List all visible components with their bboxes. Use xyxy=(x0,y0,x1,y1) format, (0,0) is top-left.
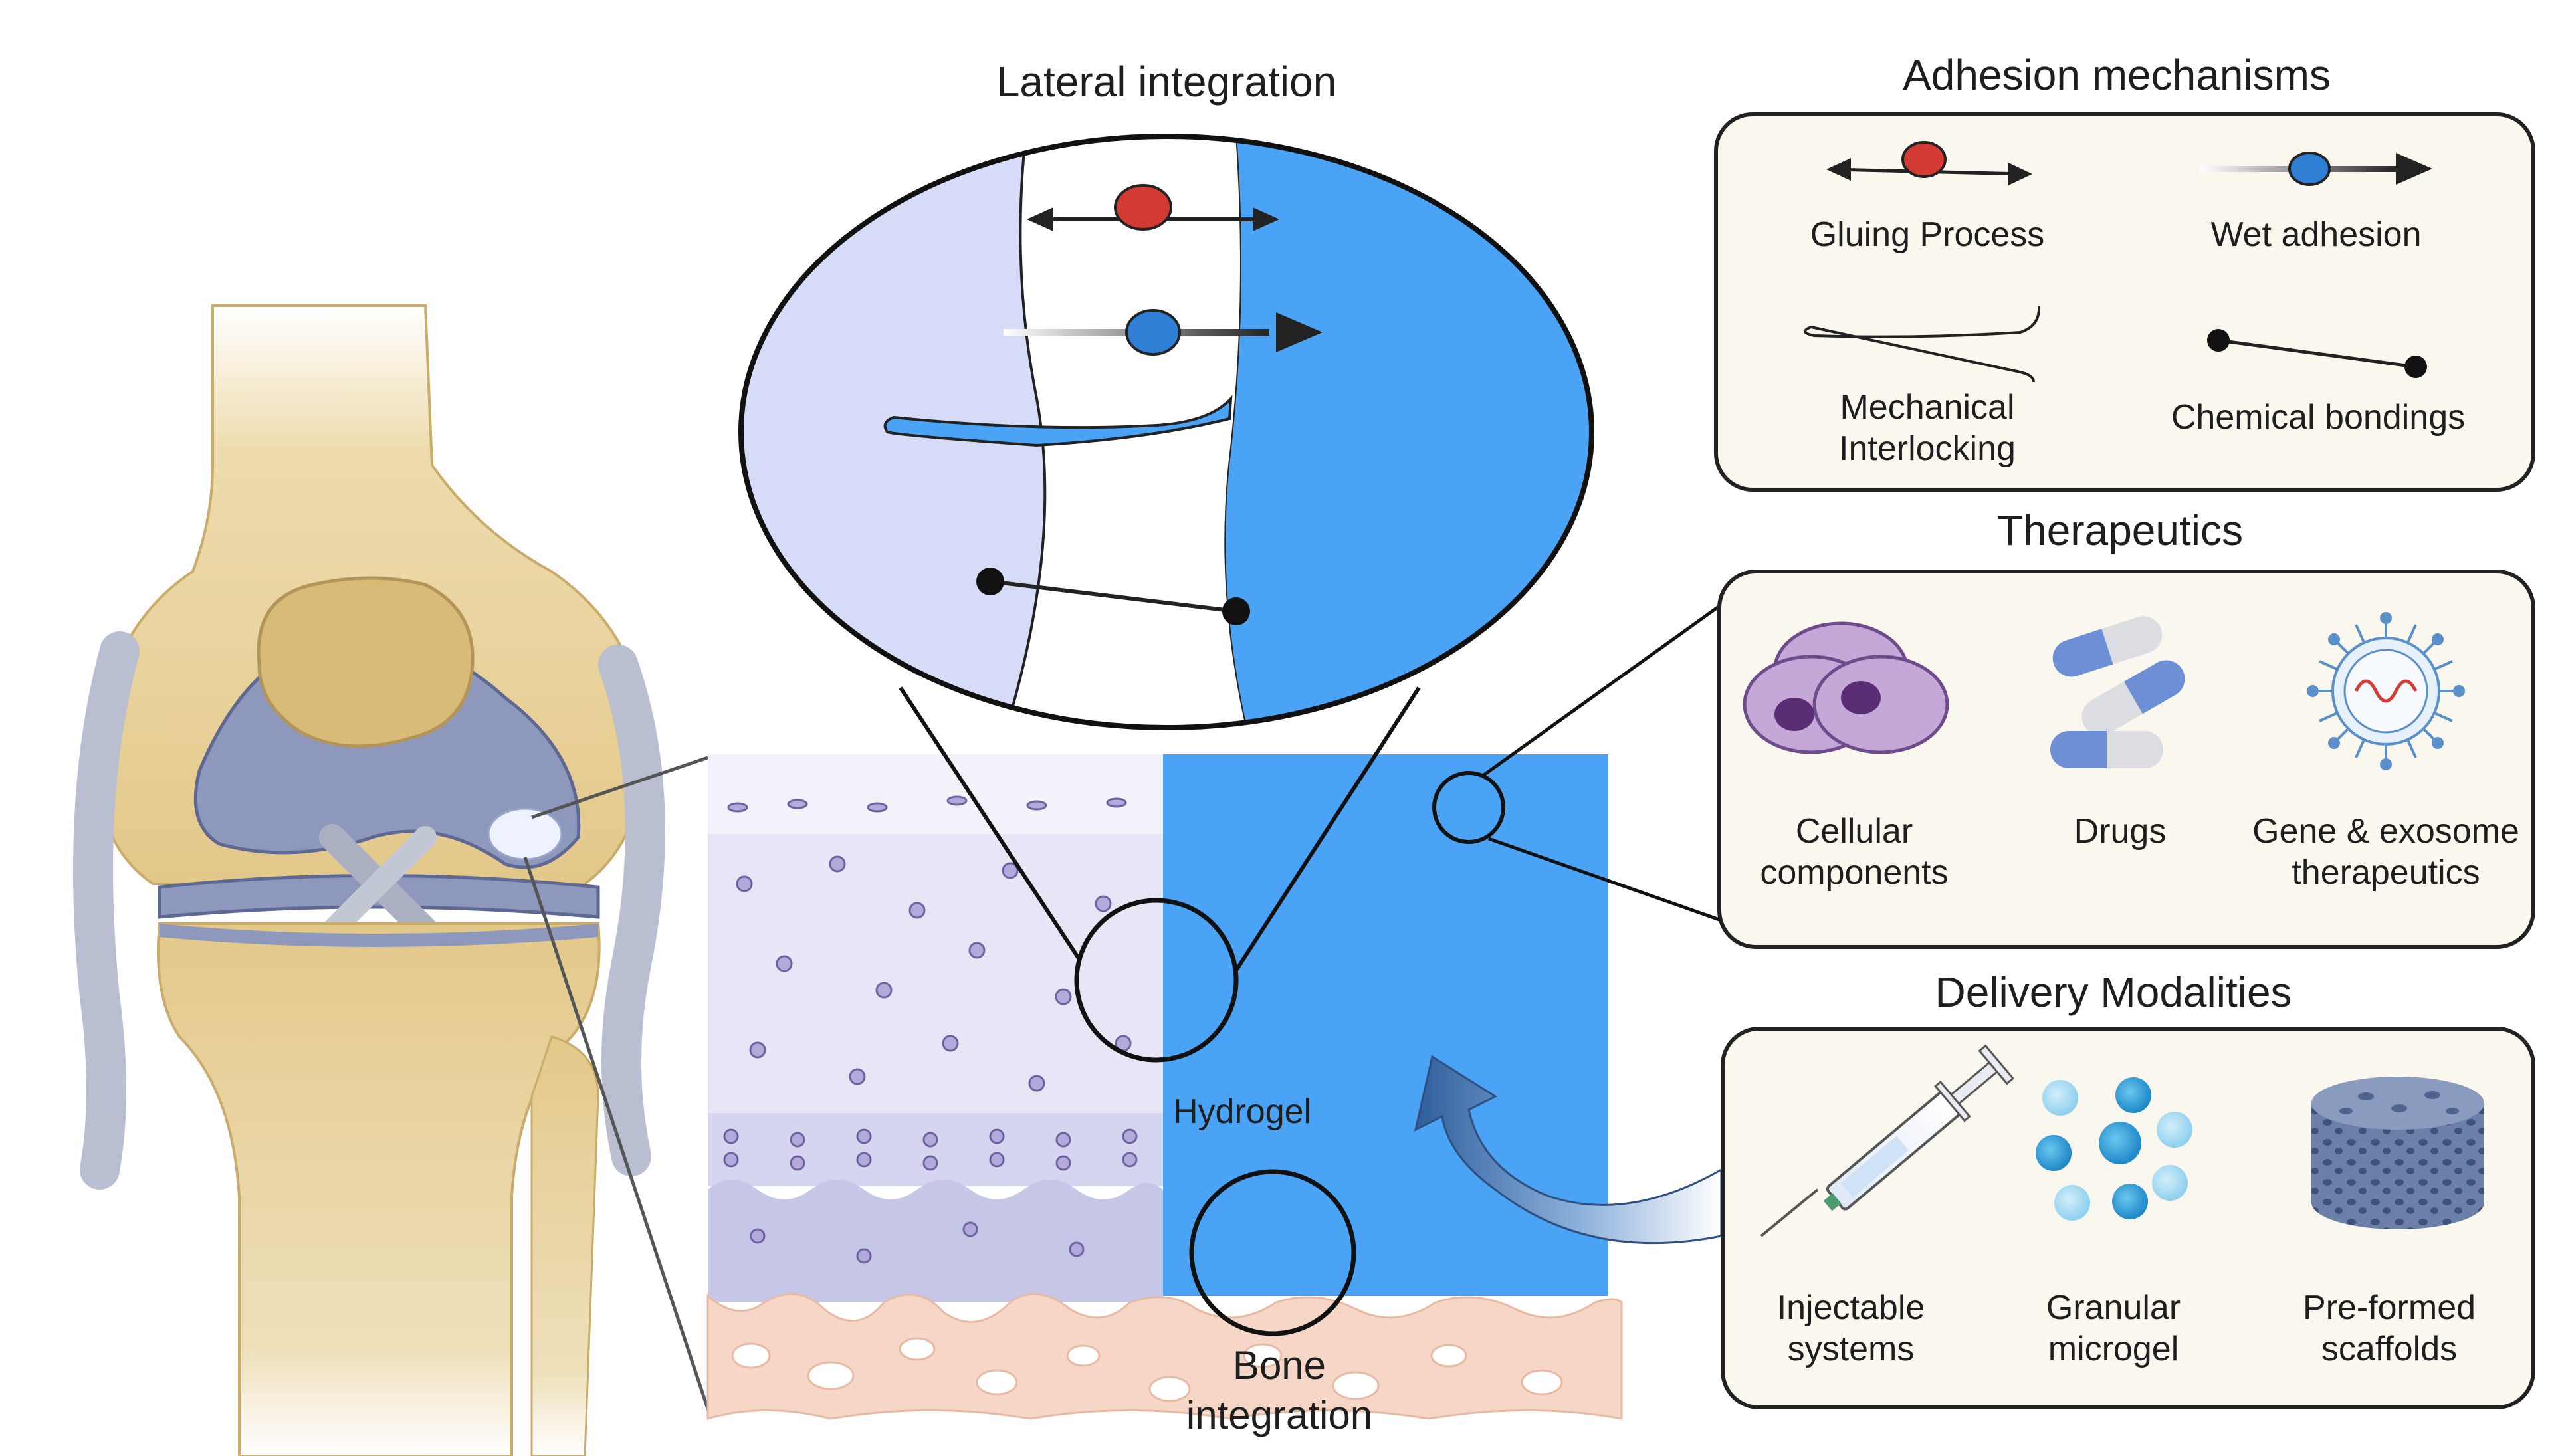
zoom-line-upper xyxy=(531,756,708,819)
cell-icon xyxy=(1743,621,1949,754)
lens-title: Lateral integration xyxy=(996,58,1336,106)
interlock-icon xyxy=(1804,305,2041,383)
bone-label-1: Bone xyxy=(1233,1343,1326,1388)
mech-label-1: Mechanical xyxy=(1840,388,2014,427)
gene-label-1: Gene & exosome xyxy=(2252,812,2519,851)
delivery-title: Delivery Modalities xyxy=(1935,968,2292,1016)
gran-label-2: microgel xyxy=(2048,1330,2179,1368)
mech-label-2: Interlocking xyxy=(1839,429,2016,468)
delivery-arrow xyxy=(1414,1055,1723,1245)
chem-label: Chemical bondings xyxy=(2171,398,2465,437)
scaffold-icon xyxy=(2311,1077,2484,1229)
chemical-bond-icon xyxy=(2207,329,2427,378)
microgel-icon xyxy=(2036,1077,2192,1221)
zoom-line-lower xyxy=(523,857,713,1419)
inj-label-1: Injectable xyxy=(1777,1289,1925,1327)
tissue-block xyxy=(706,754,1623,1421)
cell-label-1: Cellular xyxy=(1796,812,1913,851)
hydrogel-label: Hydrogel xyxy=(1173,1092,1311,1131)
pre-label-2: scaffolds xyxy=(2321,1330,2457,1368)
cell-label-2: components xyxy=(1760,853,1948,892)
adhesion-title: Adhesion mechanisms xyxy=(1903,51,2331,99)
wet-adhesion-arrow-icon xyxy=(2200,152,2432,186)
bone-label-2: integration xyxy=(1186,1393,1372,1437)
capsule-icon xyxy=(2050,616,2185,768)
gran-label-1: Granular xyxy=(2046,1289,2181,1327)
adhesion-panel xyxy=(1714,112,2535,492)
lateral-zoom-circle xyxy=(1074,898,1239,1063)
knee-joint-icon xyxy=(73,304,665,1456)
wet-adhesion-label: Wet adhesion xyxy=(2210,215,2421,254)
gene-label-2: therapeutics xyxy=(2292,853,2480,892)
inj-label-2: systems xyxy=(1788,1330,1915,1368)
syringe-icon xyxy=(1760,1044,2015,1237)
drugs-label: Drugs xyxy=(2074,812,2167,851)
lateral-integration-lens xyxy=(738,134,1594,730)
gluing-label: Gluing Process xyxy=(1810,215,2045,254)
gluing-arrow-icon xyxy=(1826,141,2032,185)
bone-zoom-circle xyxy=(1189,1169,1356,1336)
therapeutics-title: Therapeutics xyxy=(1997,506,2243,554)
exosome-icon xyxy=(2307,612,2465,770)
therapeutics-zoom-circle xyxy=(1432,771,1505,844)
pre-label-1: Pre-formed xyxy=(2303,1289,2476,1327)
